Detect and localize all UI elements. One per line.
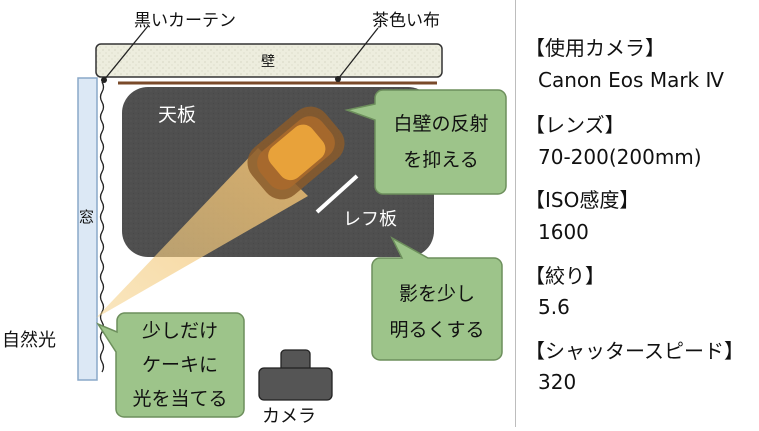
lighting-diagram: 黒いカーテン 茶色い布 壁 天板 窓 自然光 レフ板 カメラ 白壁の反射 を抑え… — [2, 11, 507, 427]
curtain-leader-dot — [101, 77, 107, 83]
spec-camera-heading: 【使用カメラ】 — [525, 36, 665, 60]
callout-light-cake-line3: 光を当てる — [132, 388, 228, 410]
callout-brighten-shadow-line2: 明るくする — [389, 319, 485, 341]
reflector — [315, 174, 359, 214]
spec-iso-heading: 【ISO感度】 — [525, 188, 640, 212]
callout-light-cake-line2: ケーキに — [141, 354, 218, 376]
light-beam — [96, 148, 308, 318]
callout-wall-reflection-line2: を抑える — [403, 149, 479, 171]
spec-lens-heading: 【レンズ】 — [525, 113, 625, 137]
callout-light-cake-shape — [96, 312, 245, 418]
spec-aperture-heading: 【絞り】 — [525, 264, 605, 288]
callout-wall-reflection-shape — [344, 89, 507, 195]
spec-camera-value: Canon Eos Mark Ⅳ — [538, 68, 724, 92]
window-label: 窓 — [79, 208, 95, 226]
spec-iso-value: 1600 — [538, 220, 589, 244]
black-curtain — [99, 81, 105, 373]
brown-cloth-label: 茶色い布 — [372, 11, 440, 31]
spec-shutter-value: 320 — [538, 370, 577, 394]
callout-wall-reflection: 白壁の反射 を抑える — [378, 106, 504, 178]
tabletop-label: 天板 — [158, 104, 197, 126]
callout-brighten-shadow-line1: 影を少し — [398, 283, 475, 305]
camera-icon — [258, 349, 333, 401]
cake — [247, 106, 345, 200]
panel-divider — [515, 0, 516, 427]
callout-brighten-shadow: 影を少し 明るくする — [374, 276, 500, 348]
wall-label: 壁 — [261, 54, 275, 70]
spec-lens-value: 70-200(200mm) — [538, 145, 702, 169]
camera-label: カメラ — [262, 406, 316, 427]
callout-light-cake: 少しだけ ケーキに 光を当てる — [118, 314, 242, 416]
cloth-leader — [337, 27, 379, 80]
reflector-label: レフ板 — [343, 209, 397, 230]
spec-aperture-value: 5.6 — [538, 295, 570, 319]
callout-light-cake-line1: 少しだけ — [141, 320, 218, 342]
cloth-leader-dot — [335, 76, 341, 82]
black-curtain-label: 黒いカーテン — [134, 11, 236, 31]
callout-brighten-shadow-shape — [371, 236, 503, 361]
curtain-leader — [103, 25, 149, 81]
diagram-canvas — [77, 25, 507, 418]
natural-light-label: 自然光 — [2, 330, 56, 351]
spec-shutter-heading: 【シャッタースピード】 — [525, 339, 744, 363]
wall — [95, 43, 443, 78]
callout-wall-reflection-line1: 白壁の反射 — [393, 113, 489, 135]
window — [77, 77, 98, 381]
